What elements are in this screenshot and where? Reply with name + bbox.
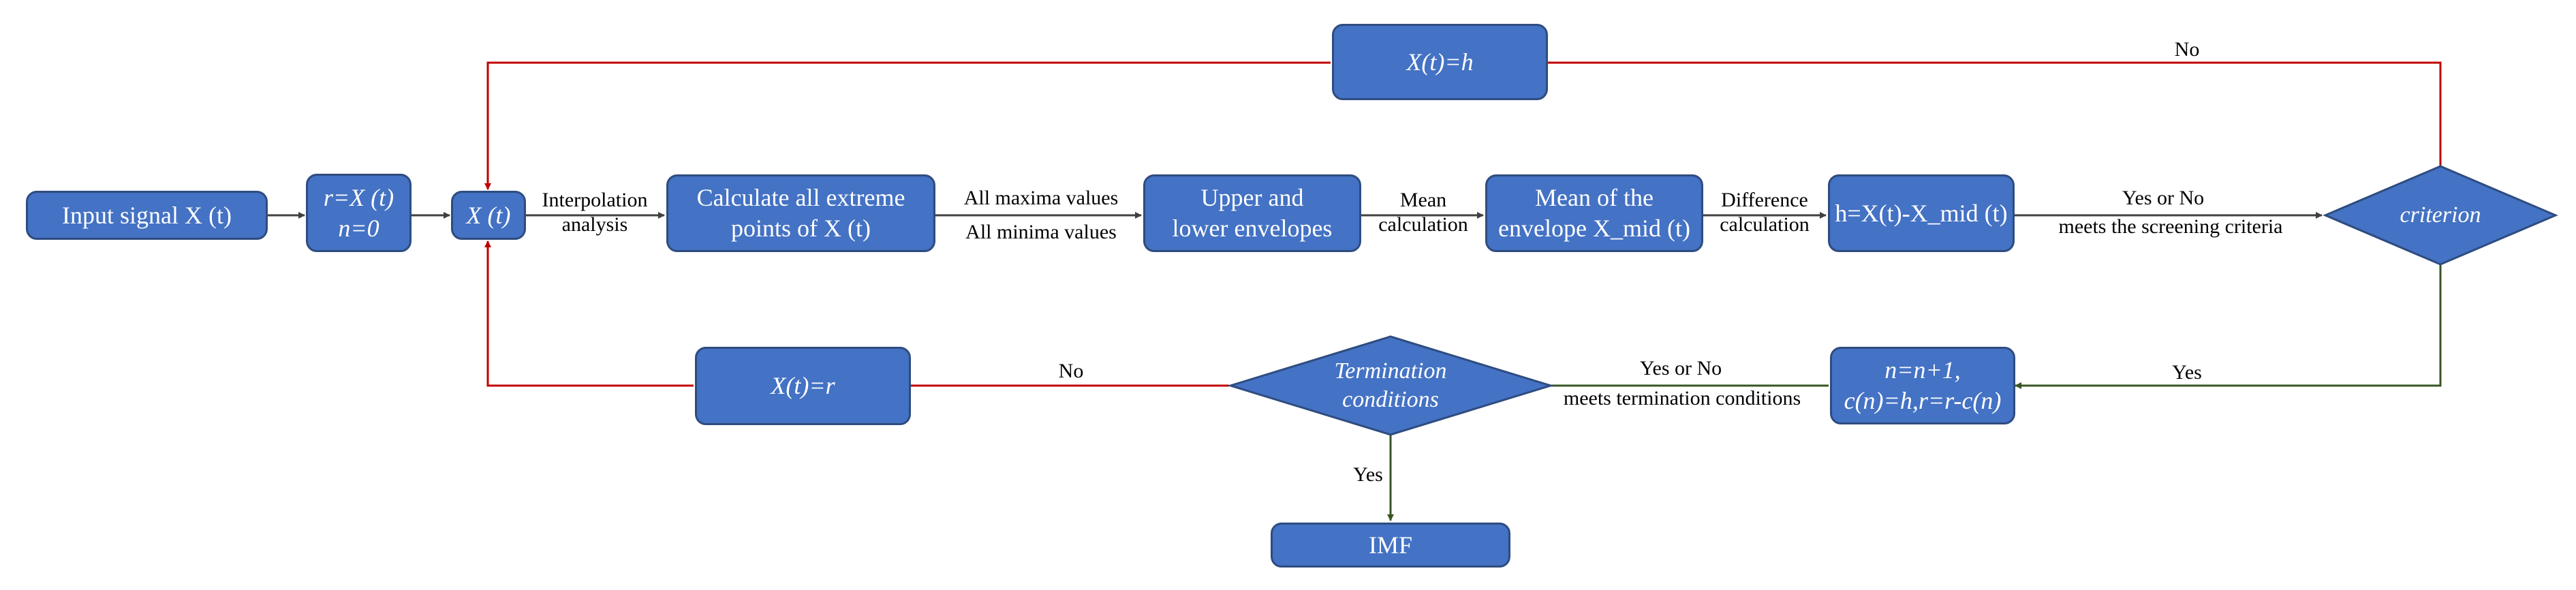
termination-line-1: Termination	[1334, 358, 1447, 384]
yes-right-label: Yes	[2172, 361, 2202, 384]
extreme-line-1: Calculate all extreme	[696, 184, 905, 211]
mean-line-1: Mean of the	[1535, 184, 1654, 211]
extreme-points-box: Calculate all extreme points of X (t)	[666, 174, 935, 252]
criterion-diamond	[2323, 165, 2558, 266]
update-line-1: n=n+1,	[1884, 356, 1961, 384]
no-top-label: No	[2174, 38, 2200, 61]
interpolation-label: Interpolation analysis	[542, 189, 648, 236]
init-box: r=X (t) n=0	[306, 174, 412, 252]
envelopes-line-1: Upper and	[1200, 184, 1304, 211]
arrow-criterion-yes-to-update	[2015, 264, 2442, 389]
arrow-criterion-no-loop	[1548, 61, 2442, 168]
yes-or-no-top-label: Yes or No	[2122, 187, 2205, 209]
yes-bottom-label: Yes	[1353, 463, 1383, 486]
xt-h-box: X(t)=h	[1332, 24, 1548, 100]
termination-label-wrap: Termination conditions	[1230, 337, 1551, 435]
envelopes-box: Upper and lower envelopes	[1143, 174, 1361, 252]
input-signal-label: Input signal X (t)	[62, 201, 232, 229]
envelope-mean-box: Mean of the envelope X_mid (t)	[1485, 174, 1703, 252]
no-bottom-label: No	[1058, 360, 1084, 382]
termination-line-2: conditions	[1342, 387, 1439, 412]
criterion-label-wrap: criterion	[2325, 166, 2556, 264]
extreme-line-2: points of X (t)	[731, 215, 871, 242]
difference-label: Difference calculation	[1720, 189, 1810, 236]
meets-screening-label: meets the screening criteria	[2058, 215, 2283, 238]
init-line-2: n=0	[338, 214, 379, 242]
arrow-xth-to-xt	[484, 61, 1331, 190]
h-label: h=X(t)-X_mid (t)	[1835, 199, 2008, 227]
xt-h-label: X(t)=h	[1406, 48, 1474, 76]
meets-termination-label: meets termination conditions	[1563, 387, 1801, 409]
arrow-xtr-to-xt	[484, 240, 694, 387]
input-signal-box: Input signal X (t)	[26, 191, 268, 240]
imf-box: IMF	[1271, 523, 1510, 568]
all-minima-label: All minima values	[965, 221, 1117, 243]
update-box: n=n+1, c(n)=h,r=r-c(n)	[1830, 347, 2015, 424]
mean-calc-label: Mean calculation	[1378, 189, 1468, 236]
xt-label: X (t)	[466, 201, 511, 229]
criterion-label: criterion	[2400, 202, 2481, 228]
init-line-1: r=X (t)	[323, 183, 394, 211]
all-maxima-label: All maxima values	[963, 187, 1119, 209]
xt-box: X (t)	[451, 191, 526, 240]
termination-diamond	[1226, 335, 1555, 436]
yes-or-no-bottom-label: Yes or No	[1639, 357, 1722, 379]
mean-line-2: envelope X_mid (t)	[1498, 215, 1690, 242]
h-box: h=X(t)-X_mid (t)	[1828, 174, 2015, 252]
xt-r-box: X(t)=r	[695, 347, 911, 425]
update-line-2: c(n)=h,r=r-c(n)	[1844, 387, 2002, 414]
imf-label: IMF	[1368, 531, 1413, 559]
xt-r-label: X(t)=r	[771, 372, 835, 399]
envelopes-line-2: lower envelopes	[1172, 215, 1333, 242]
